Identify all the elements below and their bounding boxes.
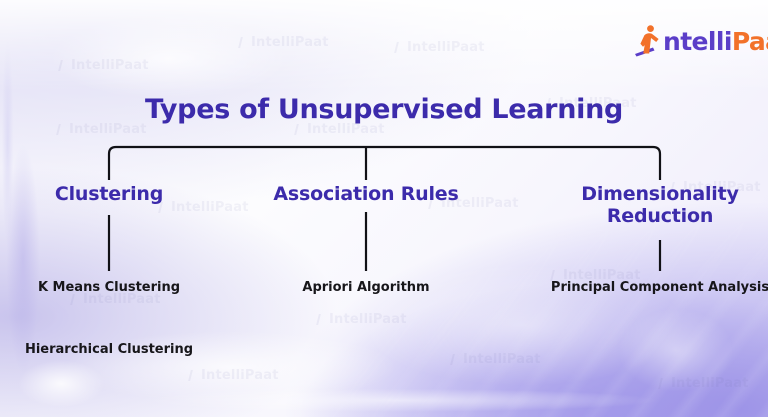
leaf-apriori-algorithm: Apriori Algorithm (302, 280, 430, 295)
branch-heading-dimensionality-reduction: Dimensionality Reduction (581, 183, 739, 228)
logo-text-secondary: Paat (731, 27, 768, 56)
diagram-title: Types of Unsupervised Learning (144, 94, 624, 125)
logo-text-primary: ntelli (663, 27, 732, 56)
intellipaat-logo[interactable]: ntelliPaat (632, 22, 768, 58)
branch-heading-association-rules: Association Rules (273, 183, 459, 205)
branch-heading-clustering: Clustering (54, 183, 164, 205)
bracket-top (107, 145, 662, 180)
intellipaat-figure-icon (632, 24, 662, 58)
intellipaat-logo-text: ntelliPaat (663, 29, 768, 54)
leaf-k-means-clustering: K Means Clustering (37, 280, 181, 295)
leaf-principal-component-analysis: Principal Component Analysis (550, 280, 768, 295)
leaf-hierarchical-clustering: Hierarchical Clustering (24, 342, 194, 357)
